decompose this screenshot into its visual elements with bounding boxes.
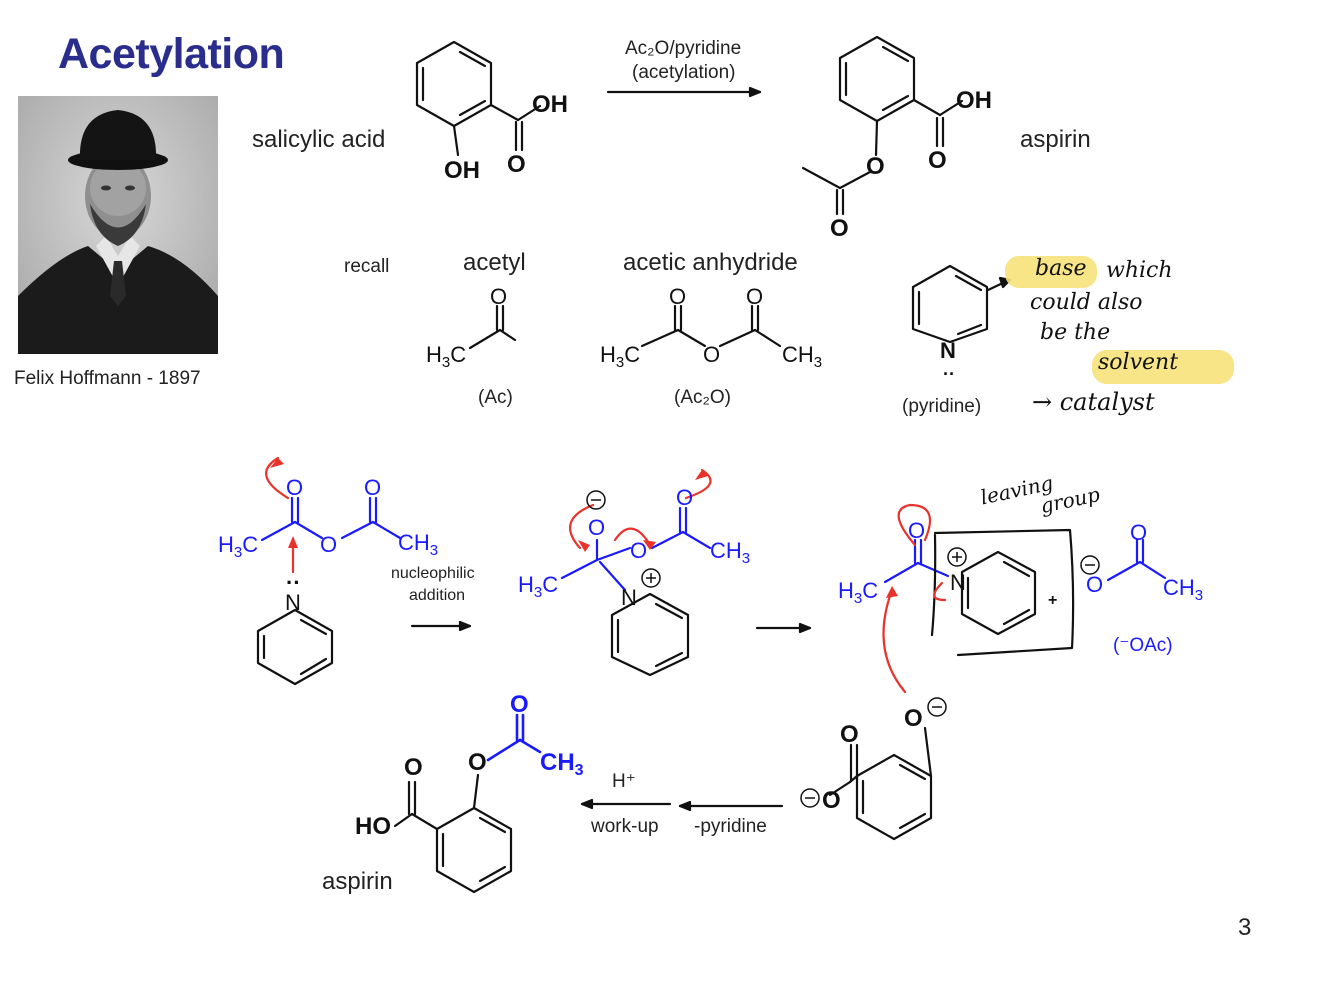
step-label-line2: addition [409, 587, 466, 604]
svg-text:CH3: CH3 [540, 749, 584, 779]
formal-charges [586, 490, 1100, 808]
aspirin-acetyl-blue [486, 713, 542, 762]
mech-pyridine-1 [256, 608, 334, 686]
svg-text:O: O [1086, 572, 1103, 597]
svg-text:O: O [904, 705, 923, 732]
aspirin-structure-top [801, 35, 964, 216]
recall-label: recall [344, 256, 390, 277]
svg-text:O: O [830, 215, 849, 242]
svg-text:N: N [950, 570, 966, 595]
svg-text:H3C: H3C [426, 342, 466, 371]
svg-text:··: ·· [286, 570, 301, 595]
anhydride-name: acetic anhydride [623, 249, 798, 276]
svg-text:O: O [404, 754, 423, 781]
svg-text:O: O [630, 538, 647, 563]
svg-text:H3C: H3C [218, 532, 258, 561]
aspirin-label-bottom: aspirin [322, 868, 393, 895]
svg-text:OH: OH [532, 91, 568, 118]
mech-salicylate [828, 726, 933, 841]
svg-text:H3C: H3C [838, 578, 878, 607]
salicylic-acid-label: salicylic acid [252, 126, 386, 153]
svg-text:N: N [285, 590, 301, 615]
svg-text:OH: OH [444, 157, 480, 184]
note-be-the: be the [1040, 320, 1111, 345]
svg-text:N: N [621, 585, 637, 610]
svg-text:O: O [669, 284, 686, 309]
svg-text:O: O [908, 518, 925, 543]
svg-text:HO: HO [355, 813, 391, 840]
svg-text:OH: OH [956, 87, 992, 114]
svg-text:O: O [320, 532, 337, 557]
svg-text:H3C: H3C [600, 342, 640, 371]
mech-anhydride-1 [260, 496, 402, 542]
svg-text:N: N [940, 338, 956, 363]
pyridine-label: (pyridine) [902, 396, 982, 417]
highlight-solvent [1092, 350, 1234, 384]
anhydride-abbr: (Ac₂O) [674, 387, 731, 408]
mech-pyridinium-1 [610, 592, 690, 677]
svg-text:+: + [1048, 592, 1057, 609]
svg-text:CH3: CH3 [782, 342, 822, 371]
svg-text:O: O [468, 749, 487, 776]
aspirin-structure-bottom [393, 773, 513, 894]
highlight-base [1005, 256, 1097, 288]
mech-tetrahedral [560, 506, 712, 592]
svg-text:O: O [364, 475, 381, 500]
note-could-also: could also [1030, 290, 1143, 315]
electron-arrows [265, 456, 947, 694]
acetyl-abbr: (Ac) [478, 387, 513, 408]
svg-text:··: ·· [943, 364, 955, 384]
mech-pyridinium-2 [960, 550, 1037, 636]
pyridine-structure [911, 264, 989, 344]
svg-text:CH3: CH3 [710, 538, 750, 567]
svg-text:CH3: CH3 [398, 530, 438, 559]
svg-text:O: O [490, 284, 507, 309]
acetate-label: (⁻OAc) [1113, 635, 1173, 656]
reaction-type-label: (acetylation) [632, 62, 736, 83]
salicylic-acid-structure [415, 40, 542, 157]
note-base: base [1035, 256, 1087, 281]
workup-label: work-up [591, 816, 659, 837]
acetic-anhydride-structure [640, 304, 782, 348]
note-catalyst: → catalyst [1032, 388, 1155, 416]
svg-text:O: O [703, 342, 720, 367]
step-label-line1: nucleophilic [391, 565, 475, 582]
svg-text:O: O [928, 147, 947, 174]
note-which: which [1106, 258, 1173, 283]
note-solvent: solvent [1098, 350, 1179, 375]
svg-text:O: O [746, 284, 763, 309]
svg-text:O: O [822, 787, 841, 814]
svg-text:H3C: H3C [518, 572, 558, 601]
svg-text:O: O [1130, 520, 1147, 545]
svg-text:O: O [588, 515, 605, 540]
minus-pyridine-label: -pyridine [694, 816, 767, 837]
portrait-photo [18, 96, 218, 354]
svg-text:O: O [286, 475, 303, 500]
svg-text:O: O [866, 153, 885, 180]
svg-text:O: O [507, 151, 526, 178]
mech-acetate [1106, 538, 1167, 582]
acetyl-structure [468, 304, 517, 350]
workup-reagent: H⁺ [612, 771, 636, 792]
svg-text:CH3: CH3 [1163, 575, 1203, 604]
electron-arrowheads [270, 458, 898, 598]
page-number: 3 [1238, 914, 1252, 941]
acetyl-name: acetyl [463, 249, 526, 276]
aspirin-label-top: aspirin [1020, 126, 1091, 153]
svg-text:O: O [510, 691, 529, 718]
reagent-label: Ac₂O/pyridine [625, 38, 742, 59]
svg-text:O: O [840, 721, 859, 748]
svg-text:O: O [676, 485, 693, 510]
photo-caption: Felix Hoffmann - 1897 [14, 368, 201, 389]
slide-title: Acetylation [58, 30, 285, 78]
mech-acylpyridinium [883, 538, 950, 584]
